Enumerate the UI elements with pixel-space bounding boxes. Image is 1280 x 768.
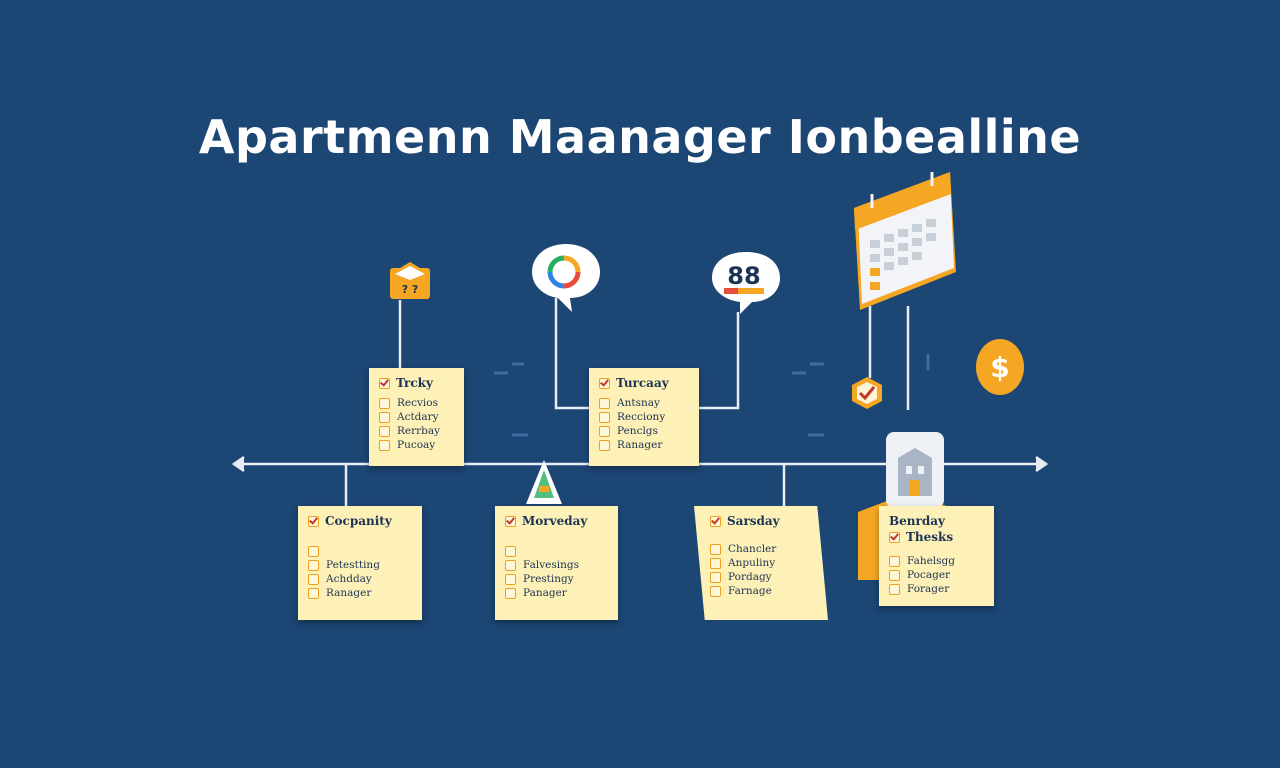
checkbox-icon[interactable]	[710, 557, 721, 569]
svg-text:$: $	[990, 351, 1009, 384]
checked-icon	[379, 377, 390, 389]
checked-icon	[505, 515, 516, 527]
list-item[interactable]: Achdday	[308, 572, 412, 586]
card-subheading: Thesks	[889, 530, 984, 544]
checkbox-icon[interactable]	[308, 545, 319, 557]
checkbox-icon[interactable]	[599, 439, 610, 451]
chat-number-icon: 88	[710, 250, 782, 316]
checkbox-icon[interactable]	[379, 425, 390, 437]
list-item[interactable]: Farnage	[710, 584, 818, 598]
list-item[interactable]: Falvesings	[505, 558, 608, 572]
checkbox-icon[interactable]	[308, 573, 319, 585]
list-item[interactable]: Fahelsgg	[889, 554, 984, 568]
list-item[interactable]: Antsnay	[599, 396, 689, 410]
checkbox-icon[interactable]	[379, 439, 390, 451]
list-item[interactable]: Ranager	[599, 438, 689, 452]
list-item[interactable]: Ranager	[308, 586, 412, 600]
checkbox-icon[interactable]	[505, 559, 516, 571]
list-item[interactable]: Prestingy	[505, 572, 608, 586]
checkbox-icon[interactable]	[505, 587, 516, 599]
list-item[interactable]: Forager	[889, 582, 984, 596]
card-heading: Morveday	[505, 514, 608, 528]
checkbox-icon[interactable]	[599, 425, 610, 437]
svg-text:88: 88	[727, 262, 760, 290]
checked-icon	[889, 531, 900, 543]
card-heading: Trcky	[379, 376, 454, 390]
task-card-trcky[interactable]: Trcky Recvios Actdary Rerrbay Pucoay	[369, 368, 464, 466]
checkbox-icon[interactable]	[889, 555, 900, 567]
list-item[interactable]: Pucoay	[379, 438, 454, 452]
list-item[interactable]: Rerrbay	[379, 424, 454, 438]
chat-chart-icon	[530, 242, 602, 314]
warning-icon	[524, 458, 564, 506]
task-card-turcaay[interactable]: Turcaay Antsnay Recciony Penclgs Ranager	[589, 368, 699, 466]
timeline-arrow-left	[231, 455, 245, 473]
checkbox-icon[interactable]	[379, 397, 390, 409]
list-item[interactable]	[308, 544, 412, 558]
checked-icon	[599, 377, 610, 389]
checkbox-icon[interactable]	[710, 543, 721, 555]
list-item[interactable]: Pocager	[889, 568, 984, 582]
list-item[interactable]	[505, 544, 608, 558]
checkbox-icon[interactable]	[308, 559, 319, 571]
task-card-benrday[interactable]: Benrday Thesks Fahelsgg Pocager Forager	[879, 506, 994, 606]
list-item[interactable]: Anpuliny	[710, 556, 818, 570]
checkbox-icon[interactable]	[308, 587, 319, 599]
checkbox-icon[interactable]	[889, 583, 900, 595]
list-item[interactable]: Recvios	[379, 396, 454, 410]
svg-text:? ?: ? ?	[402, 283, 419, 296]
task-card-sarsday[interactable]: Sarsday Chancler Anpuliny Pordagy Farnag…	[694, 506, 828, 620]
task-card-cocpanity[interactable]: Cocpanity Petestting Achdday Ranager	[298, 506, 422, 620]
checkbox-icon[interactable]	[599, 411, 610, 423]
list-item[interactable]: Pordagy	[710, 570, 818, 584]
checked-icon	[308, 515, 319, 527]
card-heading: Sarsday	[710, 514, 818, 528]
calendar-icon	[850, 168, 960, 312]
card-heading: Turcaay	[599, 376, 689, 390]
list-item[interactable]: Chancler	[710, 542, 818, 556]
task-card-morveday[interactable]: Morveday Falvesings Prestingy Panager	[495, 506, 618, 620]
checkbox-icon[interactable]	[599, 397, 610, 409]
card-heading: Cocpanity	[308, 514, 412, 528]
list-item[interactable]: Petestting	[308, 558, 412, 572]
checkbox-icon[interactable]	[505, 573, 516, 585]
dollar-coin-icon: $	[974, 338, 1026, 396]
timeline-arrow-right	[1035, 455, 1049, 473]
list-item[interactable]: Penclgs	[599, 424, 689, 438]
envelope-icon: ? ?	[389, 260, 431, 300]
checked-icon	[710, 515, 721, 527]
connector-chat-number	[698, 312, 740, 410]
checkbox-icon[interactable]	[379, 411, 390, 423]
list-item[interactable]: Actdary	[379, 410, 454, 424]
checkbox-icon[interactable]	[710, 571, 721, 583]
checkbox-icon[interactable]	[710, 585, 721, 597]
connector-chat-chart	[554, 298, 590, 410]
list-item[interactable]: Panager	[505, 586, 608, 600]
checkbox-icon[interactable]	[505, 545, 516, 557]
checkbox-icon[interactable]	[889, 569, 900, 581]
shield-check-icon	[850, 376, 884, 410]
card-heading: Benrday	[889, 514, 945, 528]
page-title: Apartmenn Maanager Ionbealline	[198, 110, 1082, 164]
list-item[interactable]: Recciony	[599, 410, 689, 424]
